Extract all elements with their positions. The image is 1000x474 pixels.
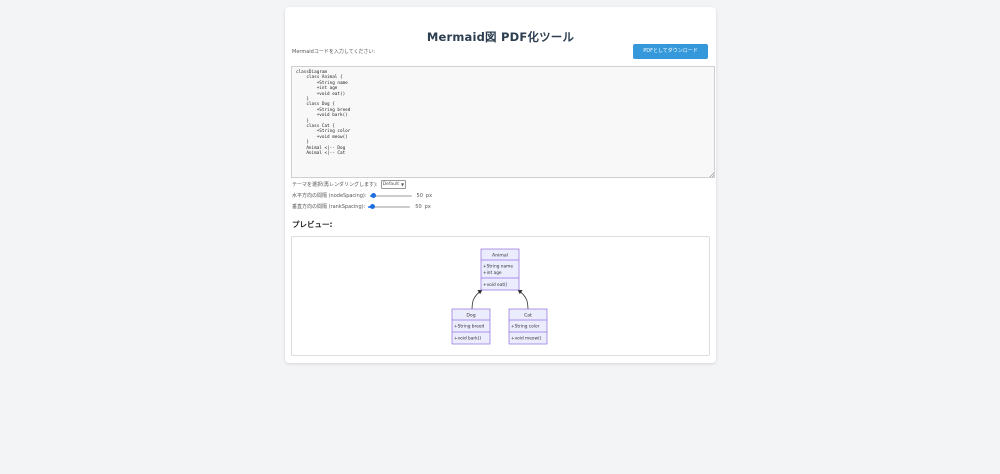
class-name: Cat — [524, 313, 532, 319]
node-spacing-value: 50 — [416, 192, 423, 199]
textarea-resize-handle[interactable] — [709, 172, 714, 177]
code-line: +void eat() — [316, 91, 346, 97]
rank-spacing-label: 垂直方向の間隔 (rankSpacing): — [292, 204, 366, 210]
code-line: } — [306, 140, 309, 146]
node-spacing-unit: px — [425, 192, 433, 199]
theme-select[interactable]: Default ▼ — [380, 180, 407, 189]
theme-label: テーマを選択(再レンダリングします): — [292, 182, 378, 188]
code-prompt-label: Mermaidコードを入力してください: — [292, 49, 376, 55]
code-line: Animal <|-- Cat — [296, 151, 346, 157]
code-line: +String breed — [316, 107, 351, 113]
code-line: Animal <|-- Dog — [306, 145, 346, 151]
class-name: Dog — [466, 313, 475, 319]
theme-select-value: Default — [382, 182, 400, 187]
class-diagram: Animal +String name +int age +void eat()… — [451, 248, 548, 345]
node-spacing-label: 水平方向の間隔 (nodeSpacing): — [292, 193, 367, 199]
preview-panel: Animal +String name +int age +void eat()… — [291, 236, 710, 356]
slider-thumb[interactable] — [369, 204, 375, 209]
theme-row: テーマを選択(再レンダリングします): Default ▼ — [292, 180, 407, 189]
class-method: +void bark() — [454, 336, 481, 342]
code-line: classDiagram — [296, 70, 328, 75]
preview-heading: プレビュー: — [292, 220, 333, 229]
node-spacing-row: 水平方向の間隔 (nodeSpacing): 50 px — [292, 192, 433, 200]
rank-spacing-row: 垂直方向の間隔 (rankSpacing): 50 px — [292, 203, 431, 211]
slider-track — [368, 206, 411, 208]
slider-thumb[interactable] — [371, 193, 377, 198]
code-line: +void bark() — [316, 113, 348, 119]
slider-track — [369, 195, 412, 197]
download-pdf-button[interactable]: PDFとしてダウンロード — [633, 44, 708, 59]
class-method: +void meow() — [511, 336, 542, 342]
code-line: class Dog { — [306, 102, 335, 108]
chevron-down-icon: ▼ — [401, 182, 405, 187]
class-cat: Cat +String color +void meow() — [508, 308, 548, 345]
class-attribute: +String name — [483, 264, 513, 270]
code-line: class Animal { — [306, 75, 343, 81]
edge-dog-animal — [471, 289, 483, 312]
code-line: } — [306, 97, 309, 103]
code-line: } — [306, 118, 309, 124]
code-line: class Cat { — [306, 124, 335, 130]
class-attribute: +int age — [483, 270, 502, 276]
node-spacing-slider[interactable] — [369, 193, 412, 198]
main-card: Mermaid図 PDF化ツール Mermaidコードを入力してください: PD… — [285, 7, 716, 363]
page-title: Mermaid図 PDF化ツール — [426, 30, 575, 44]
class-dog: Dog +String breed +void bark() — [451, 308, 491, 345]
code-line: +void meow() — [316, 134, 348, 140]
class-method: +void eat() — [483, 282, 508, 288]
class-name: Animal — [492, 253, 508, 259]
edge-cat-animal — [517, 289, 529, 312]
rank-spacing-unit: px — [424, 203, 431, 210]
class-attribute: +String color — [511, 324, 540, 330]
rank-spacing-value: 50 — [415, 203, 422, 210]
class-attribute: +String breed — [454, 324, 484, 330]
class-animal: Animal +String name +int age +void eat() — [480, 248, 520, 291]
code-line: +String color — [316, 129, 351, 135]
mermaid-code-textarea[interactable]: classDiagram class Animal { +String name… — [291, 66, 715, 178]
code-line: +String name — [316, 80, 348, 86]
rank-spacing-slider[interactable] — [368, 204, 411, 209]
code-line: +int age — [316, 86, 338, 92]
